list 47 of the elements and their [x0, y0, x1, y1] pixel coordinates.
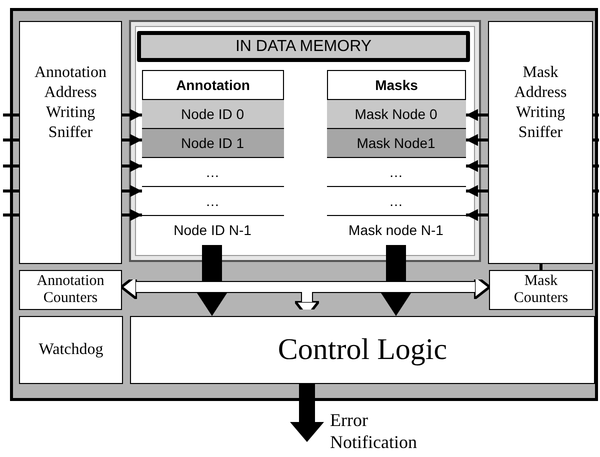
block-arrow [379, 245, 413, 316]
system-block [10, 8, 598, 401]
signal-line [3, 114, 19, 116]
memory-row: Mask Node 0 [326, 98, 466, 128]
signal-line [540, 264, 542, 270]
sniffer-block: Annotation Address Writing Sniffer [19, 21, 122, 264]
arrow [466, 185, 488, 197]
arrow [122, 109, 142, 121]
block-arrow [290, 384, 324, 442]
arrow [466, 160, 488, 172]
arrow [466, 209, 488, 221]
arrow [466, 134, 488, 146]
memory-row: Mask node N-1 [326, 214, 466, 244]
block-arrow [195, 245, 229, 316]
signal-line [593, 214, 599, 216]
signal-line [3, 190, 19, 192]
memory-panel [129, 20, 481, 262]
control-logic-block: Control Logic [130, 316, 595, 384]
double-arrow [122, 276, 490, 316]
memory-header: IN DATA MEMORY [137, 31, 470, 62]
memory-row: … [326, 186, 466, 214]
counter-block: Mask Counters [489, 270, 593, 310]
signal-line [593, 190, 599, 192]
signal-line [593, 114, 599, 116]
memory-table: Annotation Node ID 0 Node ID 1 … … Node ID N-1 [142, 70, 284, 245]
arrow [122, 185, 142, 197]
memory-row: Node ID 1 [142, 128, 284, 156]
memory-row: Node ID N-1 [142, 214, 284, 244]
arrow [122, 160, 142, 172]
signal-line [593, 164, 599, 168]
memory-row: … [142, 186, 284, 214]
signal-line [3, 138, 19, 142]
counter-block: Annotation Counters [19, 270, 122, 310]
sniffer-block: Mask Address Writing Sniffer [488, 21, 593, 264]
memory-row: … [142, 156, 284, 186]
memory-row: Mask Node1 [326, 128, 466, 156]
memory-row: … [326, 156, 466, 186]
arrow [466, 109, 488, 121]
output-label: Error Notification [330, 408, 440, 454]
signal-line [3, 164, 19, 168]
watchdog-block: Watchdog [19, 316, 123, 384]
signal-line [593, 138, 599, 142]
memory-row: Node ID 0 [142, 98, 284, 128]
arrow [122, 209, 142, 221]
memory-table: Masks Mask Node 0 Mask Node1 … … Mask node N-1 [327, 70, 466, 245]
signal-line [3, 214, 19, 216]
arrow [122, 134, 142, 146]
